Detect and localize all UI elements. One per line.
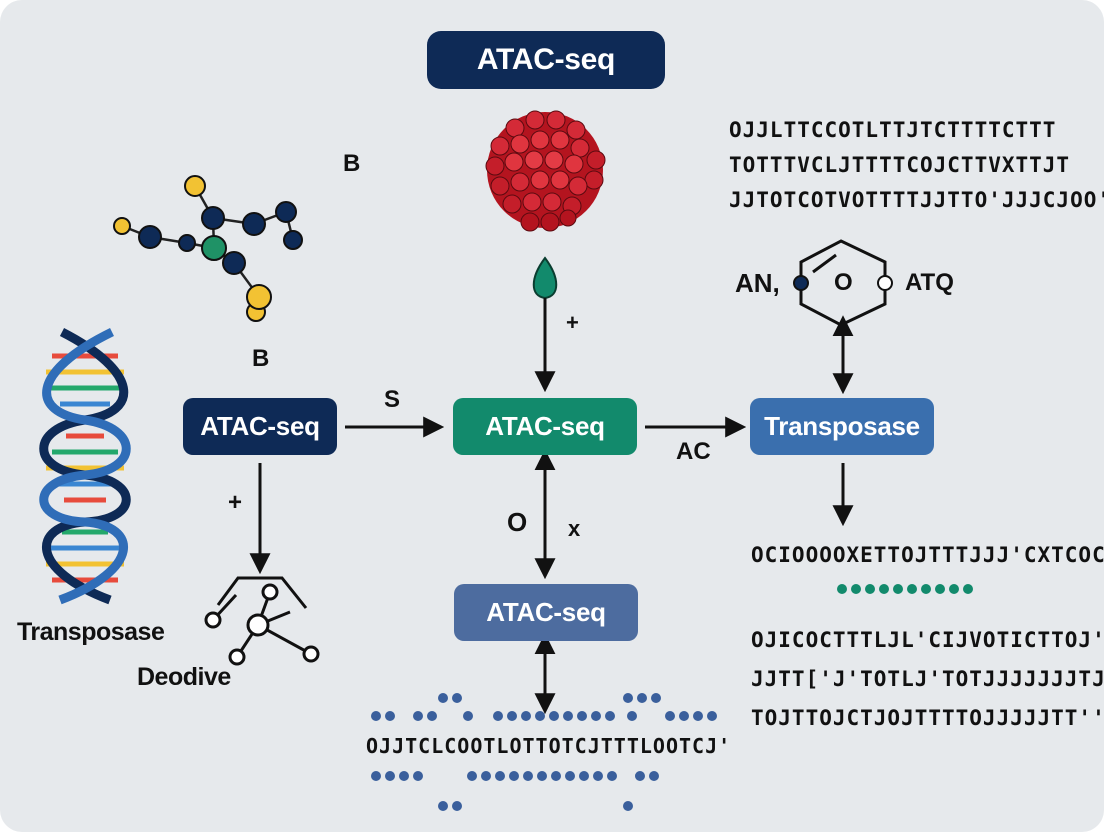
dna-helix-icon [39,327,131,605]
node-center-atac-seq[interactable]: ATAC-seq [453,398,637,455]
sequence-line: JJTOTCOTVOTTTTJJTTO'JJJCJOO' [729,188,1104,212]
label-plus-top: + [566,310,579,335]
label-b-lower: B [252,345,270,372]
droplet-icon [532,256,558,300]
sequence-line: OJICOCTTTLJL'CIJVOTICTTOJ' [751,628,1104,652]
label-plus-left: + [228,489,243,516]
molecule-icon [113,175,303,322]
network-icon [204,576,320,666]
label-atq: ATQ [905,269,954,296]
node-left-atac-seq[interactable]: ATAC-seq [183,398,337,455]
label-deodive: Deodive [137,663,231,691]
sequence-line: JJTT['J'TOTLJ'TOTJJJJJJJTJ [751,667,1104,691]
label-ac: AC [676,438,711,465]
nucleosome-cluster-icon [485,110,606,232]
node-right-transposase[interactable]: Transposase [750,398,934,455]
label-an: AN, [735,268,780,298]
label-o-mid: O [507,507,528,537]
label-ring-o: O [834,269,853,296]
diagram-title: ATAC-seq [427,31,665,89]
green-dot-row [837,584,973,594]
label-b-upper: B [343,150,361,177]
blue-dot-rows [371,693,717,811]
node-bottom-atac-seq[interactable]: ATAC-seq [454,584,638,641]
sequence-line: TOJTTOJCTJOJTTTTOJJJJJTT'' [751,706,1104,730]
sequence-line: OCIOOOOXETTOJTTTJJJ'CXTCOC [751,543,1104,567]
label-transposase-dna: Transposase [17,618,165,646]
sequence-line: TOTTTVCLJTTTTCOJCTTVXTTJT [729,153,1071,177]
label-x-mid: x [568,516,581,541]
label-s: S [384,386,401,413]
sequence-line: OJJTCLCOOTLOTTOTCJTTTLOOTCJ' [366,734,732,758]
sequence-line: OJJLTTCCOTLTTJTCTTTTCTTT [729,118,1057,142]
